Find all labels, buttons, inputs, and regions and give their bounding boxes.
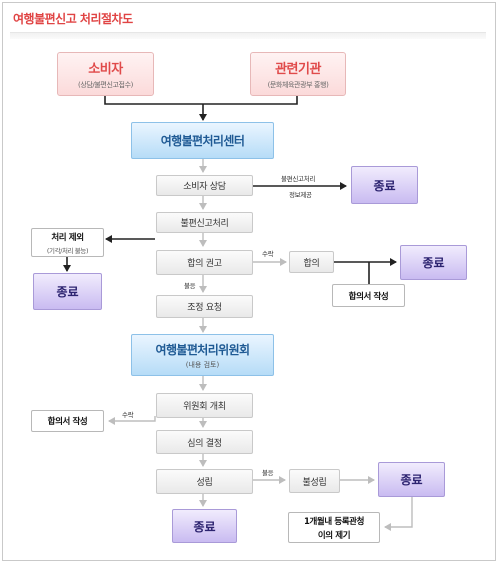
end-box-4: 종료 xyxy=(378,462,445,497)
accept-label-1: 수락 xyxy=(262,250,274,258)
end-box-5: 종료 xyxy=(172,509,237,543)
refuse-label-1: 불응 xyxy=(184,282,196,290)
deliberation-decision-box: 심의 결정 xyxy=(156,430,253,454)
agency-sublabel: (문화체육관광부 홍행) xyxy=(267,81,329,89)
committee-label: 여행불편처리위원회 xyxy=(155,342,251,357)
agreement-document-box-2: 합의서 작성 xyxy=(31,410,104,432)
page-title: 여행불편신고 처리절차도 xyxy=(13,12,133,26)
end-box-3: 종료 xyxy=(400,245,467,280)
excluded-label: 처리 제외 xyxy=(51,232,84,243)
connector-meeting-doc2 xyxy=(108,416,156,425)
end-box-2: 종료 xyxy=(33,273,102,310)
committee-meeting-box: 위원회 개최 xyxy=(156,393,253,418)
objection-line-1: 1개월내 등록관청 xyxy=(303,516,364,527)
consumer-box: 소비자 (상담/불편신고접수) xyxy=(57,52,154,96)
not-established-box: 불성립 xyxy=(289,469,340,493)
complaint-handling-box: 불편신고처리 xyxy=(156,212,253,233)
travel-complaint-center-box: 여행불편처리센터 xyxy=(131,122,274,159)
info-provision-label: 정보제공 xyxy=(289,191,312,199)
committee-sublabel: (내용 검토) xyxy=(185,360,220,369)
objection-box: 1개월내 등록관청 이의 제기 xyxy=(288,512,380,543)
established-box: 성립 xyxy=(156,469,253,494)
complaint-handling-label: 불편신고처리 xyxy=(281,175,316,183)
agreement-box: 합의 xyxy=(289,251,334,273)
committee-box: 여행불편처리위원회 (내용 검토) xyxy=(131,334,274,376)
mediation-request-box: 조정 요청 xyxy=(156,295,253,318)
agreement-document-box-1: 합의서 작성 xyxy=(332,284,405,307)
agency-label: 관련기관 xyxy=(275,62,321,77)
processing-excluded-box: 처리 제외 (기각/처리 불능) xyxy=(31,228,104,257)
refuse-label-2: 불응 xyxy=(262,469,274,477)
connector-top-merge xyxy=(104,96,298,121)
recommend-agreement-box: 합의 권고 xyxy=(156,250,253,275)
consumer-label: 소비자 xyxy=(88,62,123,77)
accept-label-2: 수락 xyxy=(122,411,134,419)
center-label: 여행불편처리센터 xyxy=(160,134,245,148)
end-box-1: 종료 xyxy=(351,166,418,204)
consumer-consult-box: 소비자 상담 xyxy=(156,175,253,196)
consumer-sublabel: (상담/불편신고접수) xyxy=(78,81,133,89)
connector-end5-objection xyxy=(384,497,413,531)
objection-line-2: 이의 제기 xyxy=(317,530,351,541)
agency-box: 관련기관 (문화체육관광부 홍행) xyxy=(250,52,346,96)
excluded-sublabel: (기각/처리 불능) xyxy=(46,246,89,255)
title-divider xyxy=(10,32,486,39)
